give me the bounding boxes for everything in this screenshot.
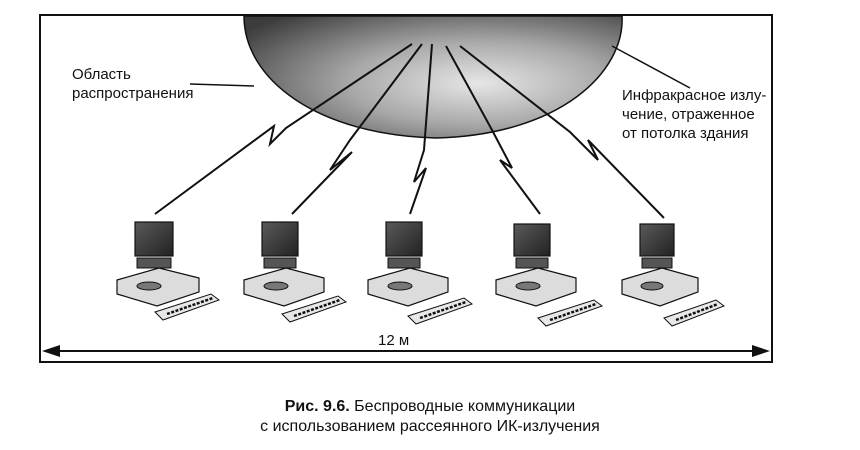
monitor-screen	[513, 223, 551, 257]
ir-ray-1	[154, 43, 413, 215]
leader-line-ir	[611, 45, 691, 89]
monitor-screen	[639, 223, 675, 257]
diagram-frame	[39, 14, 773, 363]
disk-drive	[136, 281, 162, 291]
workstation-3	[367, 221, 474, 325]
label-distance: 12 м	[378, 332, 410, 349]
workstation-4	[495, 223, 604, 327]
ir-ray-4	[445, 45, 541, 215]
ceiling-reflection-dome	[243, 15, 623, 139]
figure-caption-line1: Рис. 9.6. Беспроводные коммуникации	[0, 397, 860, 417]
ir-ray-3	[409, 43, 433, 215]
label-propagation-area: Область распространения	[72, 66, 194, 102]
distance-arrow	[42, 345, 770, 357]
ir-rays	[154, 43, 665, 219]
keyboard-keys	[166, 296, 214, 316]
keyboard-keys	[419, 300, 467, 320]
figure-caption-line2: с использованием рассеянного ИК-излучени…	[260, 418, 600, 435]
caption-text-1: Беспроводные коммуникации	[349, 398, 576, 415]
disk-drive	[387, 281, 413, 291]
monitor-screen	[134, 221, 174, 257]
arrow-head-right	[752, 345, 770, 357]
monitor-screen	[261, 221, 299, 257]
monitor-base	[136, 257, 172, 269]
disk-drive	[515, 281, 541, 291]
workstation-1	[116, 221, 221, 321]
monitor-base	[641, 257, 673, 269]
ir-ray-5	[459, 45, 665, 219]
disk-drive	[640, 281, 664, 291]
monitor-base	[387, 257, 421, 269]
arrow-head-left	[42, 345, 60, 357]
monitor-screen	[385, 221, 423, 257]
keyboard-keys	[293, 298, 341, 318]
workstation-5	[621, 223, 726, 327]
ir-ray-2	[291, 43, 423, 215]
label-ir-reflected: Инфракрасное излу- чение, отраженное от …	[622, 87, 767, 142]
figure-number: Рис. 9.6.	[284, 398, 350, 415]
workstation-2	[243, 221, 348, 323]
disk-drive	[263, 281, 289, 291]
keyboard	[537, 299, 604, 327]
monitor-base	[263, 257, 297, 269]
keyboard-keys	[549, 302, 597, 322]
monitor-base	[515, 257, 549, 269]
leader-line-area	[189, 83, 255, 87]
